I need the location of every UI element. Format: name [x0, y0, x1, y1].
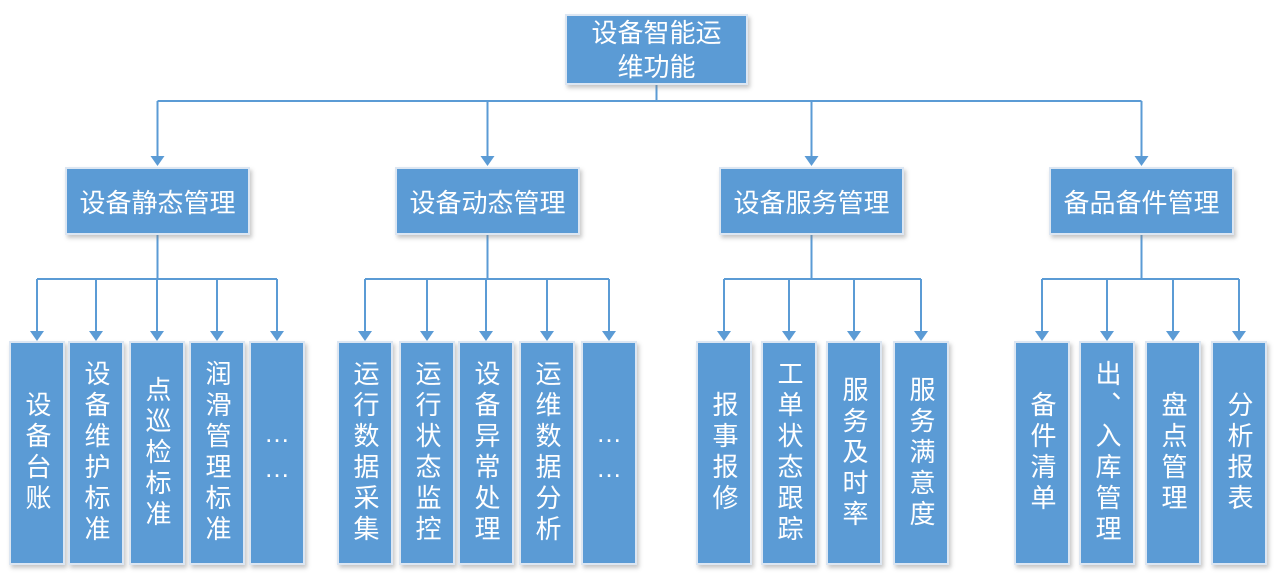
- leaf-static-more-ellipsis: ……: [249, 341, 305, 565]
- leaf-label: 报事报修: [709, 391, 739, 515]
- leaf-operation-status-monitoring: 运行状态监控: [399, 341, 455, 565]
- arrowhead: [89, 331, 103, 341]
- branch-label: 设备服务管理: [733, 187, 890, 218]
- arrowhead: [1166, 331, 1180, 341]
- leaf-analysis-report: 分析报表: [1211, 341, 1267, 565]
- arrowhead: [150, 331, 164, 341]
- arrowhead: [30, 331, 44, 341]
- leaf-stocktaking-management: 盘点管理: [1145, 341, 1201, 565]
- arrowhead: [358, 331, 372, 341]
- leaf-service-satisfaction: 服务满意度: [893, 341, 949, 565]
- root-node: 设备智能运维功能: [565, 14, 748, 85]
- leaf-label: 出、入库管理: [1092, 360, 1122, 546]
- leaf-equipment-ledger: 设备台账: [9, 341, 65, 565]
- leaf-inspection-standard: 点巡检标准: [129, 341, 185, 565]
- branch-label: 设备静态管理: [79, 187, 236, 218]
- branch-label: 设备动态管理: [409, 187, 566, 218]
- leaf-equipment-exception-handling: 设备异常处理: [458, 341, 514, 565]
- branch-label: 备品备件管理: [1063, 187, 1220, 218]
- leaf-spare-parts-list: 备件清单: [1014, 341, 1070, 565]
- leaf-label: 分析报表: [1224, 391, 1254, 515]
- branch-equipment-static-management: 设备静态管理: [65, 167, 250, 235]
- leaf-label: 服务满意度: [906, 375, 936, 531]
- arrowhead: [804, 156, 819, 166]
- leaf-lubrication-standard: 润滑管理标准: [189, 341, 245, 565]
- leaf-operation-data-collection: 运行数据采集: [337, 341, 393, 565]
- arrowhead: [914, 331, 928, 341]
- branch-spare-parts-management: 备品备件管理: [1049, 167, 1234, 235]
- leaf-service-timeliness-rate: 服务及时率: [826, 341, 882, 565]
- arrowhead: [420, 331, 434, 341]
- arrowhead: [210, 331, 224, 341]
- leaf-label: 运行数据采集: [350, 360, 380, 546]
- leaf-label: 设备维护标准: [81, 360, 111, 546]
- leaf-work-order-tracking: 工单状态跟踪: [761, 341, 817, 565]
- leaf-label: 工单状态跟踪: [774, 360, 804, 546]
- arrowhead: [1035, 331, 1049, 341]
- arrowhead: [150, 156, 165, 166]
- leaf-label: 服务及时率: [839, 375, 869, 531]
- arrowhead: [847, 331, 861, 341]
- leaf-om-data-analysis: 运维数据分析: [519, 341, 575, 565]
- leaf-label: 设备异常处理: [471, 360, 501, 546]
- arrowhead: [270, 331, 284, 341]
- leaf-dynamic-more-ellipsis: ……: [581, 341, 637, 565]
- root-node-label: 设备智能运维功能: [591, 17, 722, 82]
- branch-equipment-service-management: 设备服务管理: [719, 167, 904, 235]
- arrowhead: [480, 156, 495, 166]
- leaf-label: 盘点管理: [1158, 391, 1188, 515]
- arrowhead: [1100, 331, 1114, 341]
- leaf-label: 备件清单: [1027, 391, 1057, 515]
- arrowhead: [1134, 156, 1149, 166]
- leaf-label: ……: [262, 418, 292, 488]
- leaf-label: 设备台账: [22, 391, 52, 515]
- arrowhead: [782, 331, 796, 341]
- arrowhead: [1232, 331, 1246, 341]
- leaf-label: ……: [594, 418, 624, 488]
- branch-equipment-dynamic-management: 设备动态管理: [395, 167, 580, 235]
- arrowhead: [717, 331, 731, 341]
- leaf-maintenance-standard: 设备维护标准: [68, 341, 124, 565]
- leaf-label: 润滑管理标准: [202, 360, 232, 546]
- leaf-label: 运维数据分析: [532, 360, 562, 546]
- leaf-incident-repair-report: 报事报修: [696, 341, 752, 565]
- leaf-in-out-warehouse-management: 出、入库管理: [1079, 341, 1135, 565]
- arrowhead: [602, 331, 616, 341]
- arrowhead: [540, 331, 554, 341]
- arrowhead: [479, 331, 493, 341]
- leaf-label: 运行状态监控: [412, 360, 442, 546]
- leaf-label: 点巡检标准: [142, 375, 172, 531]
